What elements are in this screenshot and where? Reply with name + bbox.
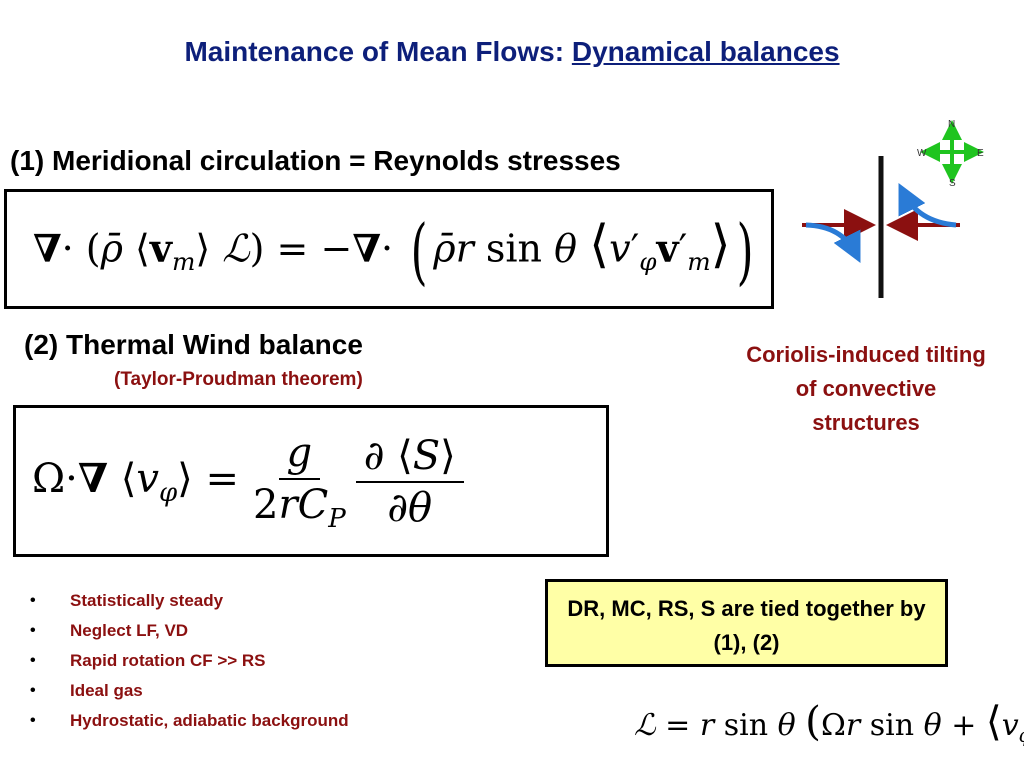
list-item: •Rapid rotation CF >> RS [30,651,266,670]
summary-box: DR, MC, RS, S are tied together by (1), … [545,579,948,667]
compass-north-label: N [948,119,955,130]
summary-text: DR, MC, RS, S are tied together by (1), … [567,596,926,655]
equation-box-1: ∇· (ρ̄ ⟨vm⟩ ℒ) = −∇· (ρ̄r sin θ ⟨v′φv′m⟩… [4,189,774,309]
section2-subheading: (Taylor-Proudman theorem) [114,369,363,390]
slide-title: Maintenance of Mean Flows: Dynamical bal… [0,36,1024,68]
angular-momentum-equation: ℒ = r sin θ (Ωr sin θ + ⟨vφ⟩) [634,697,1024,747]
blue-curved-arrow-right-icon [898,183,957,228]
blue-curved-arrow-left-icon [805,222,861,263]
coriolis-diagram: N S E W [802,119,984,298]
list-item: •Ideal gas [30,681,143,700]
title-underlined: Dynamical balances [571,36,840,67]
compass-east-label: E [977,148,984,159]
list-item: •Hydrostatic, adiabatic background [30,711,349,730]
compass-south-label: S [949,178,956,189]
compass-west-label: W [917,148,927,159]
reynolds-stress-equation: ∇· (ρ̄ ⟨vm⟩ ℒ) = −∇· (ρ̄r sin θ ⟨v′φv′m⟩… [33,210,754,294]
coriolis-caption: Coriolis-induced tilting of convective s… [746,342,986,435]
title-main: Maintenance of Mean Flows: [184,36,572,67]
section2-heading: (2) Thermal Wind balance [24,329,363,360]
list-item: •Statistically steady [30,591,224,610]
section1-heading: (1) Meridional circulation = Reynolds st… [10,145,621,176]
compass-rose-icon: N S E W [917,119,984,189]
assumptions-list: •Statistically steady •Neglect LF, VD •R… [28,586,349,736]
list-item: •Neglect LF, VD [30,621,189,640]
